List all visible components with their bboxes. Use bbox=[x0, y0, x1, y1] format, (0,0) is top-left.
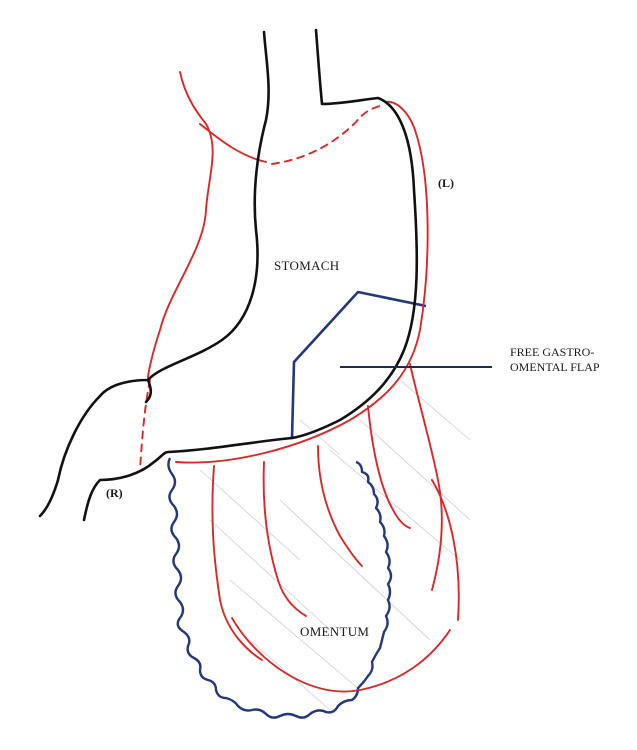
greater-curvature bbox=[292, 30, 417, 438]
omental-branch-5 bbox=[410, 364, 442, 590]
omentum-hatching bbox=[200, 380, 470, 710]
flap-label-line-2: OMENTAL FLAP bbox=[510, 360, 600, 375]
duodenum-lower-wall bbox=[84, 438, 292, 520]
flap-label-line-1: FREE GASTRO- bbox=[510, 345, 600, 360]
omentum-outline bbox=[168, 458, 391, 718]
omental-branch-1 bbox=[212, 466, 262, 660]
fundus-vessel bbox=[200, 124, 266, 162]
omental-branch-3 bbox=[318, 446, 362, 566]
flap-label: FREE GASTRO- OMENTAL FLAP bbox=[510, 345, 600, 375]
omental-branch-4 bbox=[368, 406, 410, 528]
omentum-label: OMENTUM bbox=[300, 624, 369, 640]
pyloric-vessel-dashed bbox=[140, 380, 150, 470]
stomach-label: STOMACH bbox=[274, 258, 339, 274]
left-gastric-vessel bbox=[148, 72, 213, 378]
fundus-vessel-dashed bbox=[272, 106, 380, 164]
lesser-curvature bbox=[40, 32, 269, 516]
gastro-omental-flap-outline bbox=[292, 292, 426, 438]
stomach-outline bbox=[40, 30, 417, 520]
right-side-label: (R) bbox=[106, 486, 123, 501]
omental-branch-6 bbox=[432, 480, 459, 620]
omental-branch-2 bbox=[264, 462, 306, 616]
left-side-label: (L) bbox=[438, 176, 454, 191]
